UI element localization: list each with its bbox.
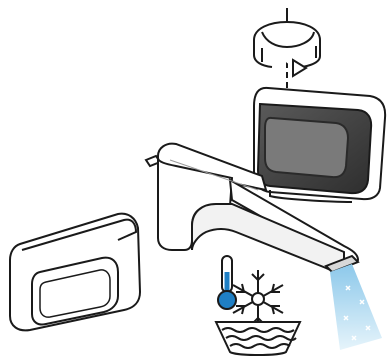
faucet-icon bbox=[144, 142, 360, 274]
water-bowl-icon bbox=[214, 321, 302, 356]
water-stream-icon bbox=[330, 264, 382, 350]
thermometer-icon bbox=[217, 255, 237, 310]
spare-cartridge bbox=[9, 212, 142, 332]
snowflake-icon bbox=[232, 270, 284, 328]
installed-cartridge bbox=[253, 86, 387, 203]
rotate-arrow-icon bbox=[253, 8, 321, 104]
